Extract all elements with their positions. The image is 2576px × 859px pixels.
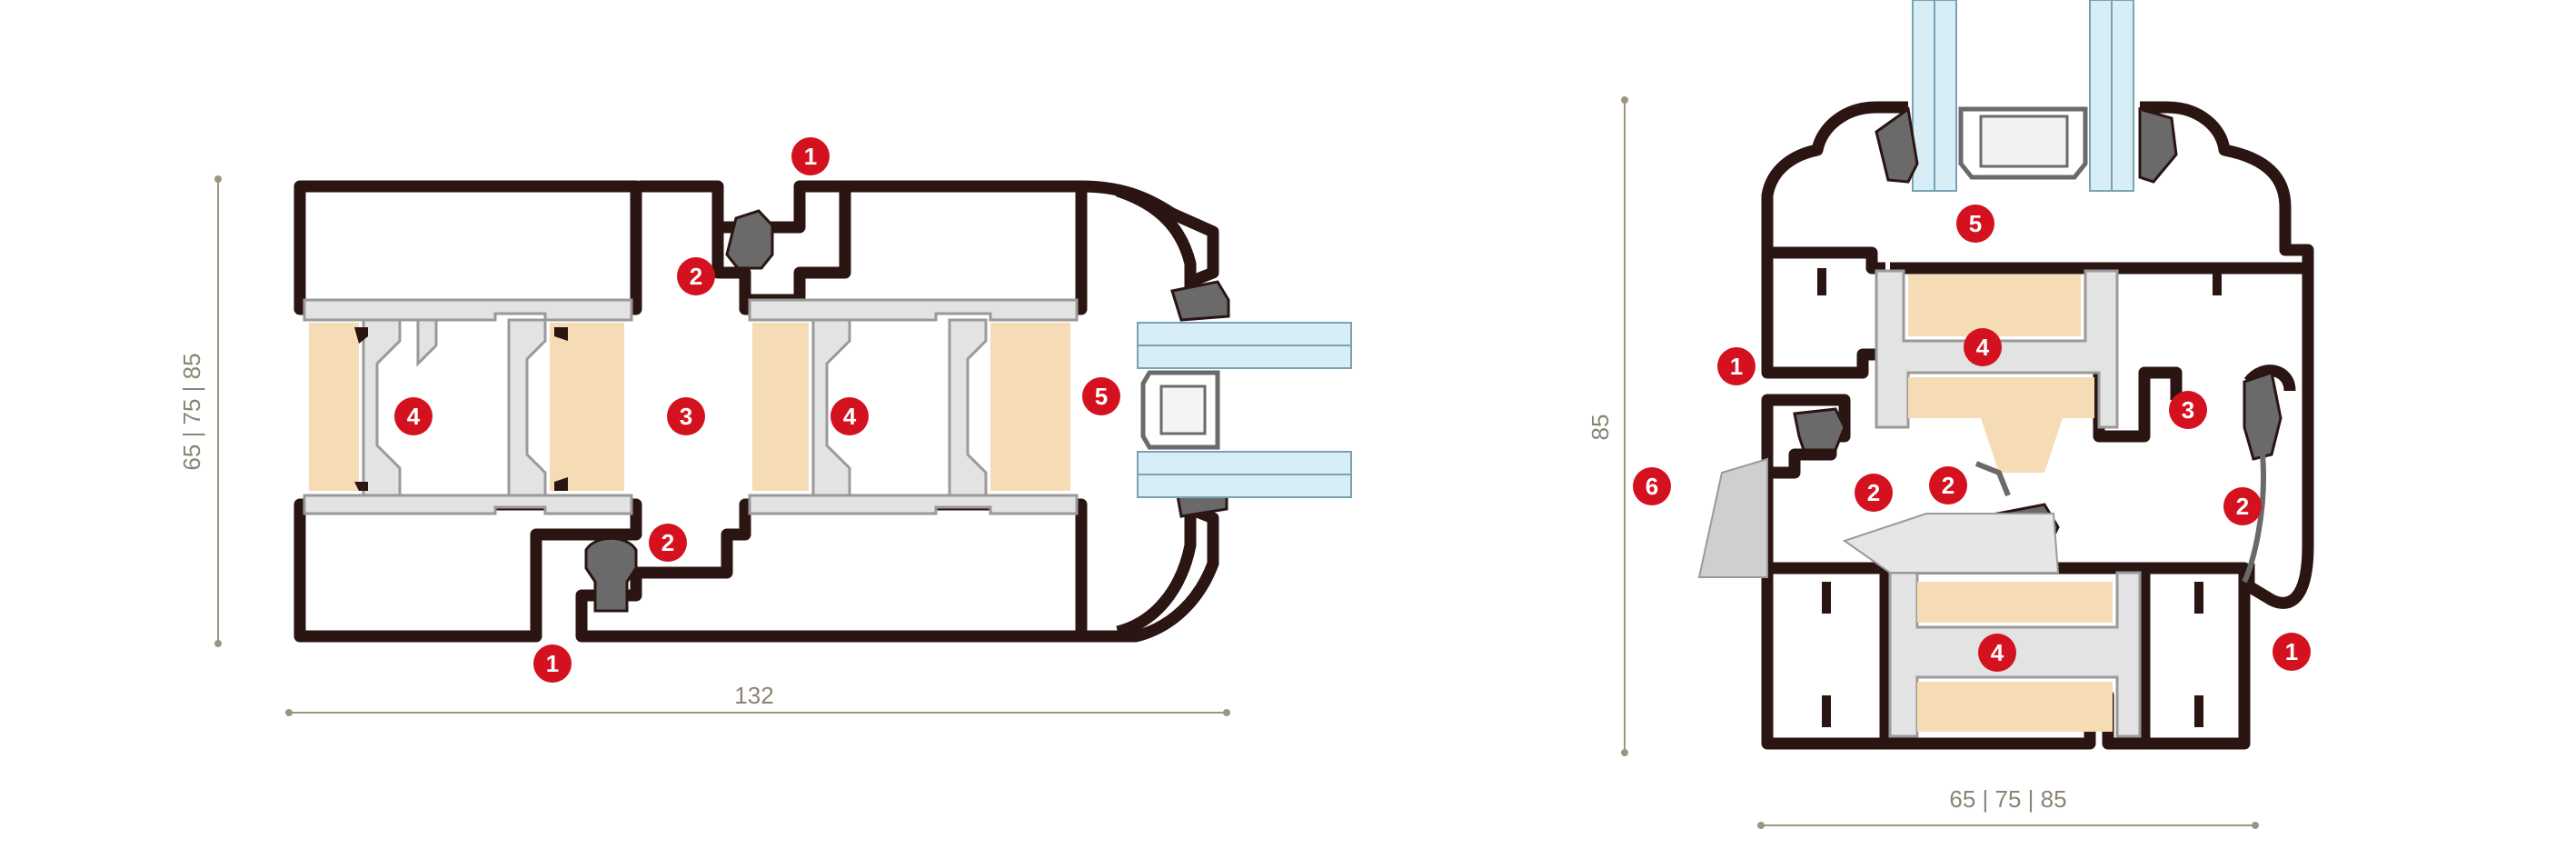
right-glazing-gasket-right [2138,107,2178,184]
left-width-dimension-end-right [1223,709,1230,716]
svg-text:1: 1 [804,143,817,170]
right-callout-2-right: 2 [2223,487,2262,525]
right-callout-6: 6 [1633,467,1671,505]
left-callout-1-top: 1 [791,137,830,175]
right-callout-2-center: 2 [1929,466,1967,504]
left-callout-5: 5 [1082,377,1120,415]
right-callout-3: 3 [2169,391,2207,429]
left-callout-3: 3 [667,397,705,435]
right-height-dimension-label: 85 [1586,415,1614,441]
svg-text:1: 1 [2285,638,2298,665]
left-width-dimension: 132 [285,682,1230,716]
svg-text:2: 2 [1867,479,1880,506]
right-callout-5: 5 [1956,205,1994,243]
left-glazing-bead [1075,185,1197,638]
left-callout-4-a: 4 [394,397,433,435]
right-gasket-flap [1974,454,2266,584]
left-callout-1-bottom: 1 [533,644,572,683]
right-glazing-gasket-left [1875,106,1919,184]
svg-text:5: 5 [1969,210,1982,237]
right-width-dimension-end-left [1757,822,1765,829]
right-callout-2-left: 2 [1855,474,1893,512]
right-height-dimension-end-bottom [1621,749,1628,756]
right-width-dimension-label: 65 | 75 | 85 [1949,785,2066,813]
left-glazing-unit [1137,322,1352,498]
right-glazing-unit [1912,0,2134,192]
svg-text:3: 3 [2182,396,2194,424]
left-wood-insert-3 [752,323,809,491]
left-height-dimension-label: 65 | 75 | 85 [178,353,205,470]
svg-text:4: 4 [1976,334,1990,361]
left-gasket-top [725,209,774,270]
right-wood-insert-top [1908,275,2094,473]
right-callout-4-top: 4 [1964,328,2002,366]
left-wood-insert-1 [309,323,359,491]
right-width-dimension: 65 | 75 | 85 [1757,785,2259,829]
right-frame-right-wall [2243,268,2314,609]
svg-text:1: 1 [546,650,559,677]
right-gasket-right [2243,371,2283,461]
left-wood-insert-4 [990,323,1070,491]
right-bottom-frame-clips [1817,268,2222,727]
svg-text:1: 1 [1730,353,1743,380]
left-outer-frame [293,180,1219,643]
left-width-dimension-label: 132 [734,682,773,709]
right-gasket-left [1793,407,1846,452]
svg-text:2: 2 [1942,472,1954,499]
left-width-dimension-end-left [285,709,293,716]
left-callout-4-b: 4 [830,397,869,435]
svg-text:2: 2 [2236,493,2249,520]
left-height-dimension-end-bottom [214,640,222,647]
left-wood-insert-2 [550,323,624,491]
right-height-dimension: 85 [1586,96,1628,756]
svg-text:4: 4 [1991,639,2004,666]
left-callout-2-top: 2 [677,257,715,295]
right-width-dimension-end-right [2252,822,2259,829]
right-cross-section: 85 65 | 75 | 85 [1586,0,2314,829]
left-gasket-bottom [584,536,638,613]
left-height-dimension-end-top [214,175,222,183]
right-callout-4-bottom: 4 [1978,634,2016,672]
right-wood-insert-bottom [1917,582,2113,732]
left-insulator-left [303,298,633,515]
svg-text:2: 2 [690,263,702,290]
left-cross-section: 65 | 75 | 85 132 [178,137,1352,716]
svg-text:5: 5 [1095,383,1108,410]
svg-text:6: 6 [1646,473,1658,500]
left-callout-2-bottom: 2 [649,524,687,562]
svg-text:3: 3 [680,403,692,430]
right-callout-1-left: 1 [1717,347,1755,385]
right-sash-inner [1761,253,2308,443]
svg-text:4: 4 [843,403,857,430]
left-height-dimension: 65 | 75 | 85 [178,175,222,647]
left-glazing-gasket-top [1170,280,1230,322]
right-sill-plate [1842,513,2060,574]
right-callout-1-right: 1 [2273,633,2311,671]
left-insulator-right [748,298,1079,515]
left-frame-top-lip [711,186,751,300]
svg-text:2: 2 [661,529,674,556]
right-height-dimension-end-top [1621,96,1628,104]
right-handle [1697,457,1768,578]
right-sash-frame [1761,101,2314,509]
svg-text:4: 4 [407,403,421,430]
